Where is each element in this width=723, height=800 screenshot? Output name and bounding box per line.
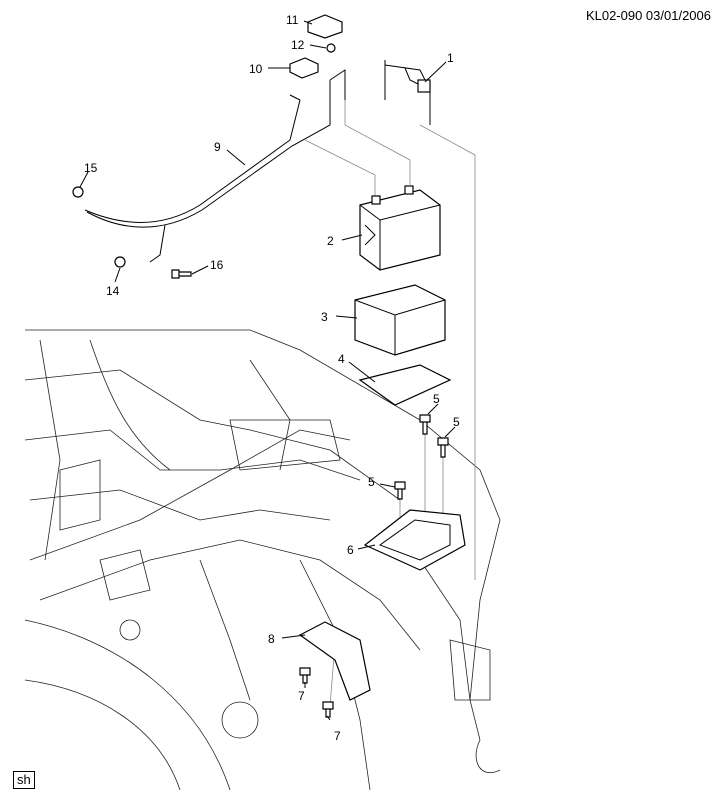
callout-8: 8 bbox=[268, 632, 275, 646]
part-9-battery-cable bbox=[84, 69, 346, 263]
part-14-clip bbox=[114, 256, 126, 268]
callout-7: 7 bbox=[334, 729, 341, 743]
callout-11: 11 bbox=[286, 13, 299, 27]
part-11-terminal-cover bbox=[307, 14, 343, 39]
callout-7: 7 bbox=[298, 689, 305, 703]
callout-3: 3 bbox=[321, 310, 328, 324]
part-12-nut bbox=[326, 43, 336, 53]
diagram-id-date: KL02-090 03/01/2006 bbox=[585, 8, 711, 23]
callout-15: 15 bbox=[84, 161, 98, 175]
callout-labels: 1 2 3 4 5 5 5 6 7 7 8 9 10 11 12 14 15 1… bbox=[84, 13, 460, 743]
part-16-bolt bbox=[171, 269, 192, 279]
callout-5: 5 bbox=[368, 475, 375, 489]
callout-14: 14 bbox=[106, 284, 120, 298]
part-15-clip bbox=[72, 186, 84, 198]
callout-6: 6 bbox=[347, 543, 354, 557]
callout-2: 2 bbox=[327, 234, 334, 248]
callout-4: 4 bbox=[338, 352, 345, 366]
part-1-harness-bracket bbox=[384, 60, 431, 125]
part-2-battery bbox=[359, 185, 441, 271]
callout-12: 12 bbox=[291, 38, 305, 52]
part-6-battery-tray bbox=[363, 509, 466, 571]
part-4-insulator-pad bbox=[358, 364, 452, 406]
part-8-tray-bracket bbox=[298, 621, 371, 701]
part-7-bolts bbox=[299, 667, 334, 718]
callout-9: 9 bbox=[214, 140, 221, 154]
callout-10: 10 bbox=[249, 62, 263, 76]
callout-1: 1 bbox=[447, 51, 454, 65]
guide-lines bbox=[304, 95, 476, 706]
view-code-box: sh bbox=[13, 771, 35, 789]
callout-16: 16 bbox=[210, 258, 224, 272]
part-3-battery-box bbox=[354, 284, 446, 356]
vehicle-body-structure bbox=[24, 329, 501, 791]
callout-5: 5 bbox=[433, 392, 440, 406]
part-10-terminal-cover bbox=[289, 57, 319, 79]
callout-5: 5 bbox=[453, 415, 460, 429]
callout-leaders bbox=[79, 20, 456, 721]
part-5-bolts bbox=[394, 414, 449, 500]
